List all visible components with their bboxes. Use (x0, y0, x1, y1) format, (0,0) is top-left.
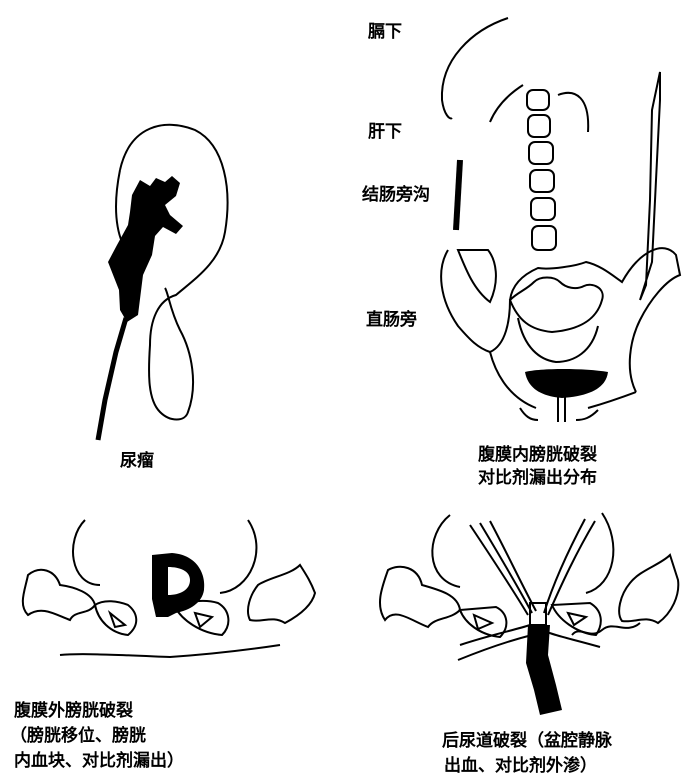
right-rib (558, 93, 588, 132)
label-subphrenic: 膈下 (368, 22, 402, 42)
extraperitoneal-caption-3: 内血块、对比剂漏出） (14, 750, 184, 773)
pararectal-flow-left (520, 408, 538, 420)
right-obturator-outline (568, 613, 586, 625)
pelvis-inner (458, 250, 496, 302)
pelvic-arc-left (432, 515, 460, 587)
extraperitoneal-caption-1: 腹膜外膀胱破裂 (14, 700, 133, 723)
right-iliac (248, 565, 315, 623)
bladder-contrast (525, 369, 608, 398)
urinoma-diagram (0, 0, 330, 490)
vertebra-3 (529, 142, 553, 164)
intraperitoneal-caption-1: 腹膜内膀胱破裂 (478, 444, 597, 467)
left-obturator-outline (474, 615, 492, 629)
pelvic-arc-right (586, 513, 613, 593)
left-obturator (110, 613, 125, 627)
extravasated-contrast (526, 625, 562, 715)
left-iliac (23, 570, 95, 620)
intraperitoneal-diagram (340, 0, 684, 430)
right-pubic-outline (552, 603, 601, 635)
label-pararectal: 直肠旁 (366, 310, 417, 330)
posterior-urethra-diagram (340, 495, 684, 720)
ureter-line (98, 318, 126, 440)
pelvic-floor (60, 645, 280, 657)
label-subhepatic: 肝下 (368, 122, 402, 142)
pararectal-flow-right (576, 410, 598, 420)
vertebra-1 (527, 90, 549, 110)
vertebra-6 (532, 226, 556, 250)
posterior-urethra-panel: 后尿道破裂（盆腔静脉 出血、对比剂外渗） (340, 495, 684, 780)
sacrum (510, 278, 603, 333)
extraperitoneal-panel: 腹膜外膀胱破裂 （膀胱移位、膀胱 内血块、对比剂漏出） (0, 495, 340, 780)
right-obturator (195, 613, 212, 627)
vertebra-2 (528, 115, 550, 137)
displaced-bladder (152, 553, 204, 617)
urinoma-caption: 尿瘤 (120, 450, 154, 473)
collecting-system (108, 176, 183, 322)
posterior-urethra-caption-1: 后尿道破裂（盆腔静脉 (442, 730, 612, 753)
urinoma-panel: 尿瘤 (0, 0, 330, 490)
paracolic-contrast (456, 160, 460, 230)
left-iliac-outline (380, 567, 460, 627)
extraperitoneal-diagram (0, 495, 340, 695)
posterior-urethra-caption-2: 出血、对比剂外渗） (444, 755, 597, 778)
right-vein-wave (572, 623, 640, 635)
right-iliac-outline (619, 555, 678, 623)
label-paracolic: 结肠旁沟 (362, 185, 430, 205)
intraperitoneal-panel: 膈下 肝下 结肠旁沟 直肠旁 腹膜内膀胱破裂 对比剂漏出分布 (340, 0, 684, 500)
intraperitoneal-caption-2: 对比剂漏出分布 (478, 467, 597, 490)
extraperitoneal-caption-2: （膀胱移位、膀胱 (10, 725, 146, 748)
right-flank-line (640, 72, 660, 300)
vertebra-4 (530, 170, 554, 192)
vertebra-5 (531, 198, 555, 220)
left-rib (490, 85, 523, 122)
subphrenic-curve (442, 18, 508, 118)
